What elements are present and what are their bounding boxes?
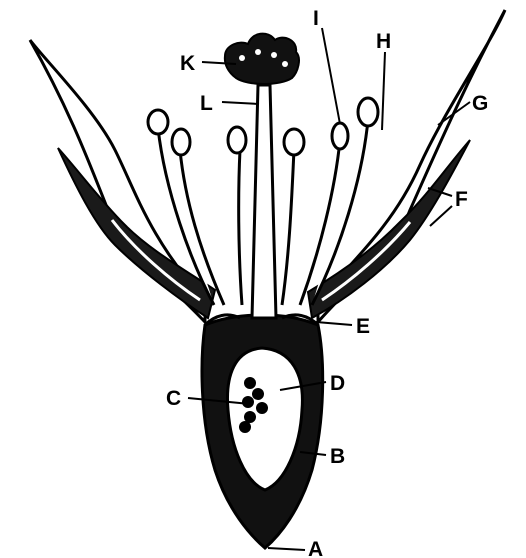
anther-6 [358,98,378,126]
label-i: I [313,7,319,30]
label-e: E [356,315,370,338]
ovule-2 [252,388,264,400]
ovule-3 [242,396,254,408]
leader-l [222,102,259,104]
leader-i [322,28,340,124]
anther-3 [228,127,246,153]
label-d: D [330,372,345,395]
ovule-6 [239,421,251,433]
leader-f-2 [430,206,452,226]
label-a: A [308,538,323,558]
style [252,85,276,318]
anther-2 [172,129,190,155]
label-c: C [166,387,181,410]
label-g: G [472,92,488,115]
stigma [225,34,299,84]
label-k: K [180,52,195,75]
anther-5 [332,123,348,149]
label-b: B [330,445,345,468]
anther-4 [284,129,304,155]
leader-h [382,52,385,130]
label-l: L [200,92,213,115]
anther-1 [148,110,168,134]
label-f: F [455,188,468,211]
filament-4 [282,150,294,305]
leader-e [316,322,352,325]
label-h: H [376,30,391,53]
leader-a [268,548,305,550]
ovule-1 [244,377,256,389]
filament-3 [239,150,242,305]
ovule-4 [256,402,268,414]
